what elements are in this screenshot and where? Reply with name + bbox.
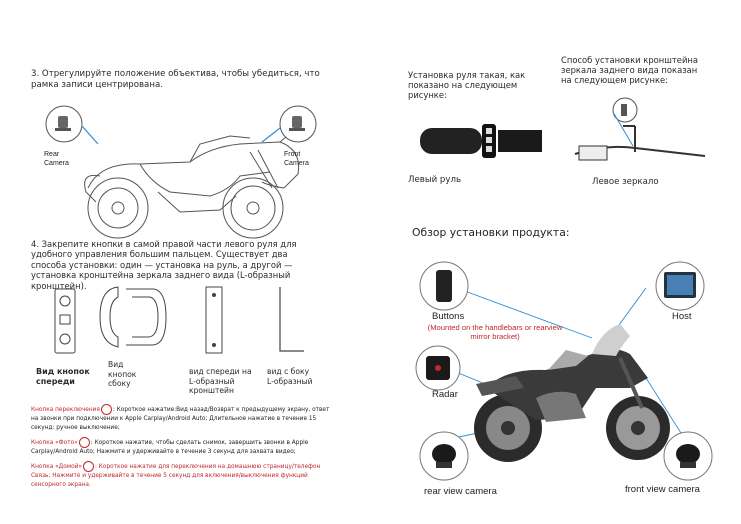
handlebar-mount-text: Установка руля такая, как показано на сл… xyxy=(408,70,526,101)
caption-l-front: вид спереди на L-образный кронштейн xyxy=(189,367,252,395)
caption-button-front: Вид кнопок спереди xyxy=(36,367,90,386)
buttons-mount-note: (Mounted on the handlebars or rearview m… xyxy=(427,323,563,341)
rear-camera-label: Rear Camera xyxy=(44,151,69,167)
camera-icon xyxy=(78,437,90,448)
overview-diagram xyxy=(415,261,713,481)
button-side-view xyxy=(99,286,167,348)
home-button-note: Кнопка «Домой»: Короткое нажатие для пер… xyxy=(31,461,331,491)
home-icon xyxy=(83,461,94,472)
home-button-desc: : Короткое нажатие для переключения на д… xyxy=(31,464,321,489)
front-view-camera-label: front view camera xyxy=(625,484,700,495)
buttons-label: Buttons xyxy=(432,311,465,322)
switch-icon xyxy=(100,404,112,415)
home-button-label: Кнопка «Домой» xyxy=(31,464,82,470)
left-mirror-label: Левое зеркало xyxy=(592,177,659,187)
caption-button-side: Вид кнопок сбоку xyxy=(108,360,137,388)
front-camera-detail xyxy=(261,105,317,143)
l-bracket-side-view xyxy=(279,287,304,352)
l-bracket-front-view xyxy=(205,286,223,354)
left-bar-label: Левый руль xyxy=(408,175,462,185)
mirror-mount-text: Способ установки кронштейна зеркала задн… xyxy=(561,55,698,86)
host-label: Host xyxy=(672,311,692,322)
front-camera-label: Front Camera xyxy=(284,151,309,167)
switch-button-label: Кнопка переключения xyxy=(31,407,100,413)
rear-camera-detail xyxy=(45,105,99,145)
button-front-view xyxy=(54,288,76,354)
step4-text: 4. Закрепите кнопки в самой правой части… xyxy=(31,239,297,291)
handlebar-illustration xyxy=(420,124,542,158)
switch-button-desc: : Короткое нажатие:Вид назад/Возврат к п… xyxy=(31,407,330,432)
mirror-illustration xyxy=(574,97,706,161)
step3-text: 3. Отрегулируйте положение объектива, чт… xyxy=(31,69,320,90)
overview-title: Обзор установки продукта: xyxy=(412,226,570,239)
photo-button-desc: : Короткое нажатие, чтобы сделать снимок… xyxy=(31,440,309,456)
radar-label: Radar xyxy=(432,389,458,400)
rear-view-camera-label: rear view camera xyxy=(424,486,497,497)
caption-l-side: вид с боку L-образный xyxy=(267,367,313,386)
switch-button-note: Кнопка переключения: Короткое нажатие:Ви… xyxy=(31,404,331,434)
photo-button-note: Кнопка «Фото»: Короткое нажатие, чтобы с… xyxy=(31,437,331,457)
photo-button-label: Кнопка «Фото» xyxy=(31,440,78,446)
